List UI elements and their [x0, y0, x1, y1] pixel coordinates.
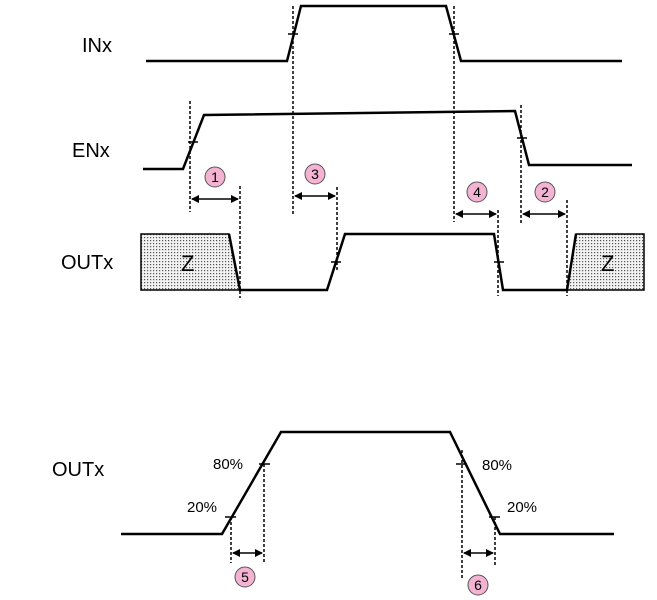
marker-6-label: 6 — [474, 577, 482, 593]
marker-2: 2 — [534, 181, 556, 203]
outx-label: OUTx — [61, 252, 113, 274]
rise-80-label: 80% — [213, 456, 243, 473]
marker-4: 4 — [466, 181, 488, 203]
marker-4-label: 4 — [473, 184, 481, 200]
outx-detail-label: OUTx — [52, 459, 104, 481]
marker-2-label: 2 — [541, 184, 549, 200]
marker-3-label: 3 — [311, 166, 319, 182]
marker-6: 6 — [467, 574, 489, 596]
marker-5: 5 — [234, 566, 256, 588]
rise-20-label: 20% — [187, 499, 217, 516]
outx-detail-waveform — [121, 430, 614, 536]
enx-label: ENx — [72, 140, 110, 162]
inx-label: INx — [82, 35, 112, 57]
inx-waveform — [146, 4, 622, 63]
marker-1-label: 1 — [211, 169, 219, 185]
marker-5-label: 5 — [241, 569, 249, 585]
hiz-right-label: Z — [601, 251, 614, 276]
fall-20-label: 20% — [507, 499, 537, 516]
enx-waveform — [143, 109, 632, 171]
marker-3: 3 — [304, 163, 326, 185]
hiz-left-label: Z — [181, 251, 194, 276]
marker-1: 1 — [204, 166, 226, 188]
fall-80-label: 80% — [482, 457, 512, 474]
outx-waveform — [227, 232, 578, 292]
